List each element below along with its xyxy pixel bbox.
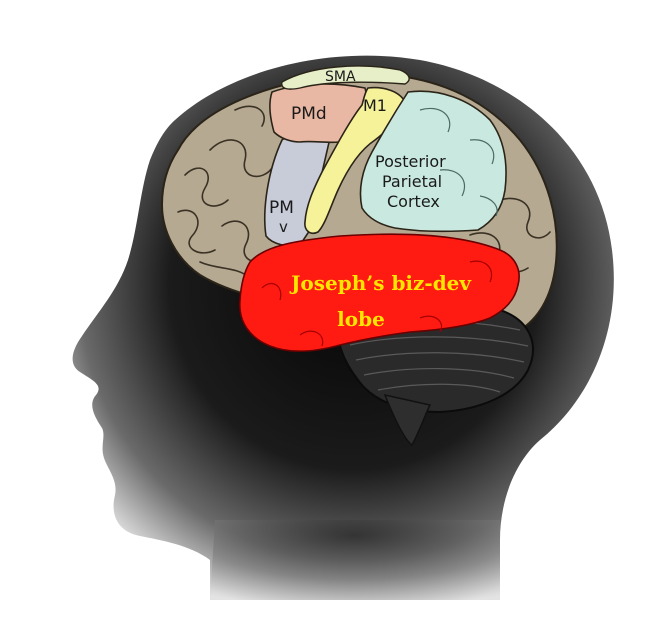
label-biz-dev-line1: Joseph’s biz-dev — [289, 271, 472, 295]
region-posterior-parietal-cortex — [359, 90, 507, 233]
label-m1: M1 — [363, 96, 387, 115]
label-ppc-line3: Cortex — [387, 192, 440, 211]
label-pmd: PMd — [291, 104, 327, 124]
label-ppc-line2: Parietal — [382, 172, 442, 191]
region-pmd — [269, 83, 371, 144]
label-ppc-line1: Posterior — [375, 152, 446, 171]
label-pmv-line1: PM — [269, 198, 294, 218]
label-sma: SMA — [325, 69, 356, 85]
region-sma — [281, 65, 410, 90]
region-biz-dev-lobe — [239, 233, 520, 352]
label-biz-dev-line2: lobe — [337, 307, 385, 331]
ppc-gyri-texture — [419, 107, 498, 217]
label-pmv-line2: v — [279, 218, 288, 236]
biz-dev-lobe-folds — [261, 260, 493, 347]
